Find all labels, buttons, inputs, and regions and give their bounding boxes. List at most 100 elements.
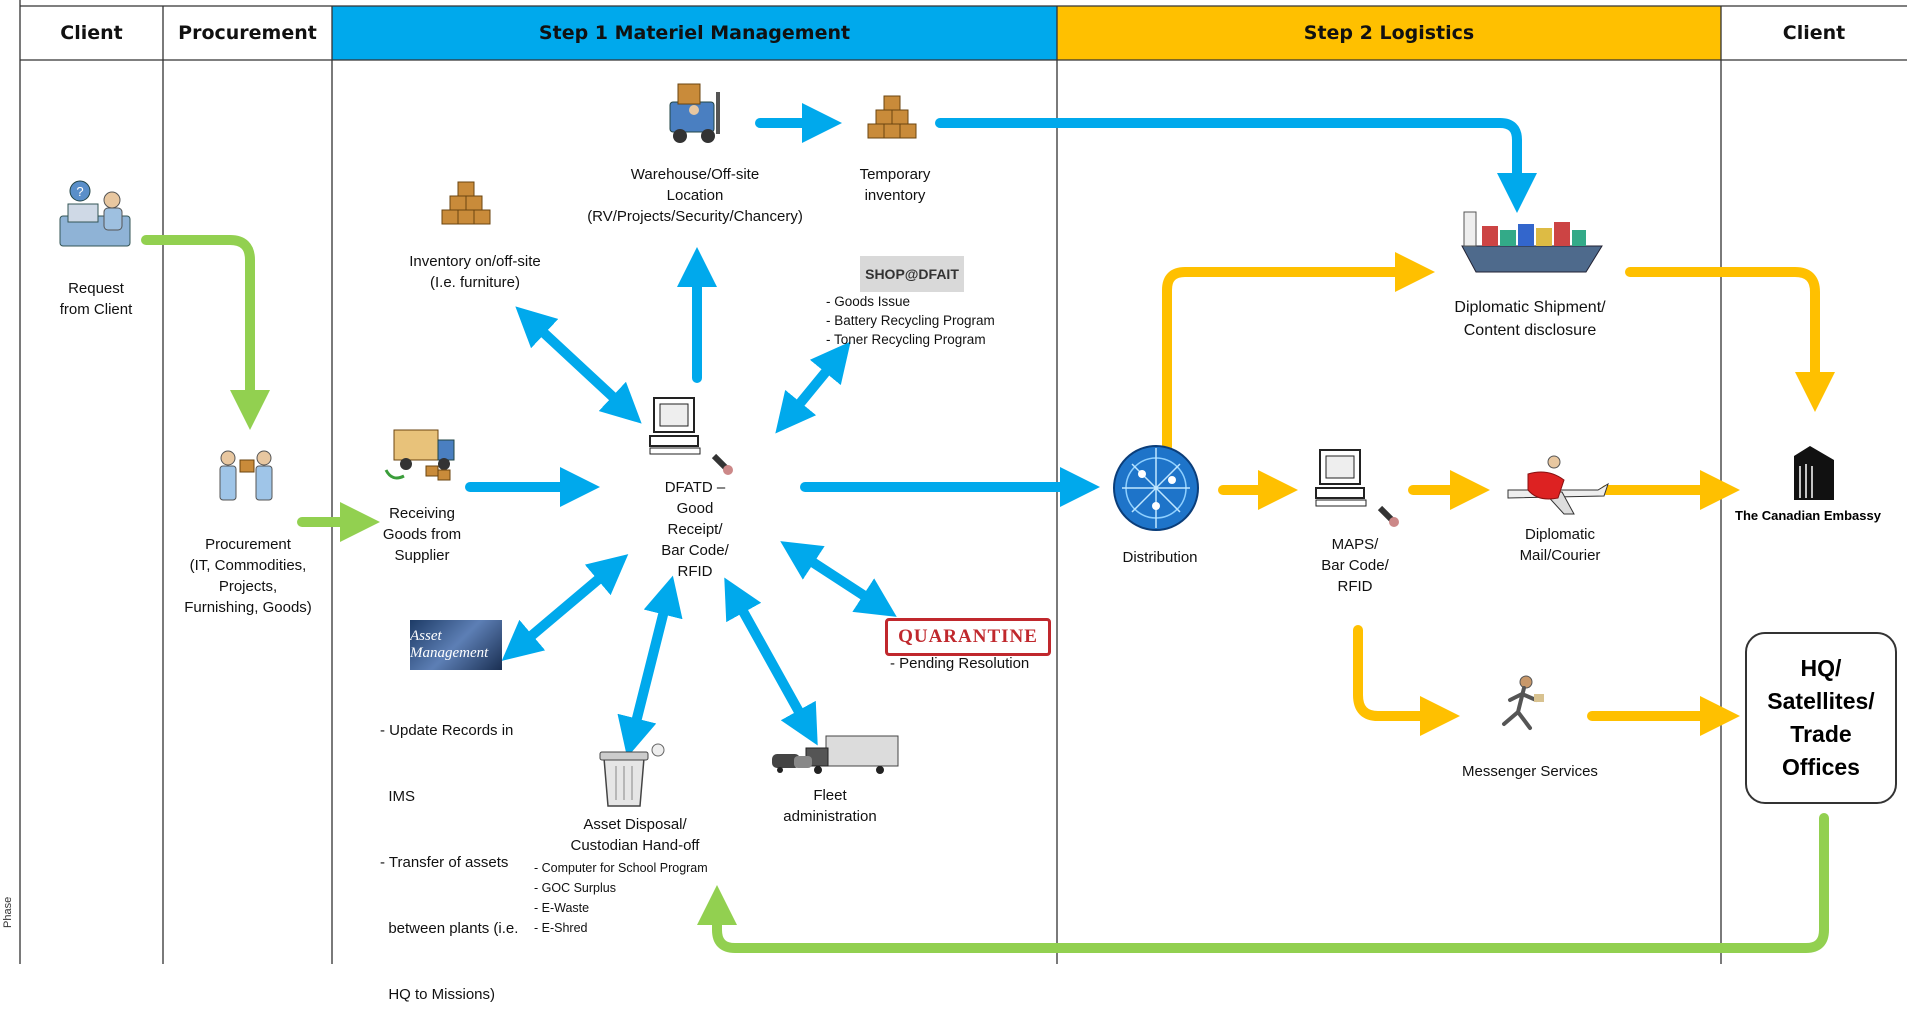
label-line: Request bbox=[68, 280, 124, 297]
arrow-dfatd-fleet bbox=[724, 577, 818, 746]
label-line: Inventory on/off-site bbox=[409, 253, 541, 270]
people-exchange-icon bbox=[219, 450, 273, 501]
list-item: IMS bbox=[380, 788, 416, 805]
arrow-dfatd-inventory bbox=[515, 306, 642, 424]
arrow-dfatd-quarantine bbox=[780, 541, 897, 617]
list-item: - GOC Surplus bbox=[534, 881, 616, 895]
list-item: - Goods Issue bbox=[826, 294, 911, 309]
arrow-distribution-to-shipment bbox=[1162, 252, 1435, 452]
arrow-dfatd-disposal bbox=[617, 575, 683, 758]
header-client-left: Client bbox=[60, 22, 123, 44]
shop-dfait-logo: SHOP@DFAIT bbox=[860, 256, 964, 292]
label-line: HQ/ bbox=[1800, 655, 1842, 681]
cargo-ship-icon bbox=[1461, 211, 1603, 273]
label-line: Content disclosure bbox=[1463, 322, 1597, 339]
label-line: Satellites/ bbox=[1767, 688, 1875, 714]
label-line: RFID bbox=[677, 563, 713, 580]
list-item: - E-Waste bbox=[534, 901, 590, 915]
forklift-icon bbox=[669, 83, 720, 143]
label-line: Bar Code/ bbox=[661, 542, 729, 559]
quarantine-items: - Pending Resolution bbox=[890, 654, 1029, 674]
label-line: (IT, Commodities, bbox=[189, 557, 307, 574]
node-fleet: Fleet administration bbox=[770, 785, 890, 827]
label-line: Diplomatic bbox=[1524, 526, 1596, 543]
quarantine-stamp: QUARANTINE bbox=[885, 618, 1051, 656]
node-procurement: Procurement (IT, Commodities, Projects, … bbox=[168, 534, 328, 618]
diagram-canvas: ? bbox=[19, 0, 1907, 964]
list-item: HQ to Missions) bbox=[380, 986, 496, 1003]
node-receiving: Receiving Goods from Supplier bbox=[362, 503, 482, 566]
label-line: Procurement bbox=[205, 536, 291, 553]
svg-text:?: ? bbox=[76, 184, 83, 199]
step2-header-band bbox=[1057, 6, 1721, 60]
trash-can-icon bbox=[599, 743, 665, 807]
disposal-items: - Computer for School Program - GOC Surp… bbox=[534, 858, 708, 938]
arrow-dfatd-asset bbox=[501, 554, 629, 661]
globe-icon bbox=[1113, 445, 1199, 531]
label-line: Supplier bbox=[394, 547, 450, 564]
label-line: Good bbox=[676, 500, 714, 517]
label-line: Location bbox=[666, 187, 724, 204]
label-line: Projects, bbox=[218, 578, 278, 595]
node-shipment: Diplomatic Shipment/ Content disclosure bbox=[1420, 296, 1640, 342]
list-item: between plants (i.e. bbox=[380, 920, 519, 937]
list-item: - Computer for School Program bbox=[534, 861, 708, 875]
client-desk-icon: ? bbox=[59, 180, 131, 247]
running-courier-icon bbox=[1502, 675, 1544, 730]
node-hq: HQ/ Satellites/ Trade Offices bbox=[1745, 632, 1897, 804]
label-line: Diplomatic Shipment/ bbox=[1454, 299, 1606, 316]
list-item: - Toner Recycling Program bbox=[826, 332, 986, 347]
header-step2: Step 2 Logistics bbox=[1303, 22, 1475, 44]
arrow-temporary-to-shipment bbox=[935, 118, 1537, 213]
arrow-hq-to-disposal bbox=[697, 813, 1829, 953]
arrow-request-to-procurement bbox=[141, 235, 270, 430]
plane-icon bbox=[1507, 455, 1609, 515]
boxes-icon bbox=[867, 95, 917, 139]
delivery-truck-icon bbox=[384, 429, 455, 481]
arrow-shipment-to-embassy bbox=[1625, 267, 1835, 412]
shop-items: - Goods Issue - Battery Recycling Progra… bbox=[826, 292, 995, 349]
phase-label: Phase bbox=[2, 896, 14, 928]
list-item: - Transfer of assets bbox=[380, 854, 509, 871]
label-line: Distribution bbox=[1122, 549, 1198, 566]
label-line: MAPS/ bbox=[1331, 536, 1379, 553]
node-distribution: Distribution bbox=[1100, 547, 1220, 568]
node-messenger: Messenger Services bbox=[1440, 761, 1620, 782]
label-line: Furnishing, Goods) bbox=[184, 599, 312, 616]
asset-items: - Update Records in IMS - Transfer of as… bbox=[380, 676, 518, 1028]
label-line: Messenger Services bbox=[1462, 763, 1598, 780]
computer-scanner-icon bbox=[1315, 449, 1399, 527]
label-line: administration bbox=[783, 808, 877, 825]
node-request: Request from Client bbox=[40, 278, 152, 320]
label-line: Offices bbox=[1782, 754, 1860, 780]
label-line: Receiving bbox=[389, 505, 455, 522]
node-dfatd: DFATD – Good Receipt/ Bar Code/ RFID bbox=[630, 477, 760, 582]
vehicles-icon bbox=[772, 735, 899, 774]
label-line: Asset Disposal/ bbox=[583, 816, 687, 833]
label-line: Trade bbox=[1790, 721, 1852, 747]
label-line: Receipt/ bbox=[667, 521, 723, 538]
label-line: Goods from bbox=[382, 526, 462, 543]
arrow-dfatd-shop bbox=[775, 341, 851, 434]
header-client-right: Client bbox=[1782, 22, 1846, 44]
label-line: Warehouse/Off-site bbox=[630, 166, 760, 183]
arrow-maps-to-messenger bbox=[1353, 625, 1460, 736]
node-embassy: The Canadian Embassy bbox=[1735, 508, 1881, 523]
label-line: Mail/Courier bbox=[1519, 547, 1601, 564]
node-disposal: Asset Disposal/ Custodian Hand-off bbox=[540, 814, 730, 856]
node-warehouse: Warehouse/Off-site Location (RV/Projects… bbox=[570, 164, 820, 227]
label-line: (RV/Projects/Security/Chancery) bbox=[587, 208, 803, 225]
label-line: Fleet bbox=[813, 787, 847, 804]
list-item: - Pending Resolution bbox=[890, 655, 1030, 672]
label-line: inventory bbox=[864, 187, 926, 204]
label-line: DFATD – bbox=[664, 479, 726, 496]
list-item: - E-Shred bbox=[534, 921, 588, 935]
node-inventory: Inventory on/off-site (I.e. furniture) bbox=[380, 251, 570, 293]
header-procurement: Procurement bbox=[178, 22, 317, 44]
label-line: Bar Code/ bbox=[1321, 557, 1389, 574]
label-line: Temporary bbox=[859, 166, 931, 183]
list-item: - Update Records in bbox=[380, 722, 514, 739]
embassy-building-icon bbox=[1794, 446, 1834, 500]
node-maps: MAPS/ Bar Code/ RFID bbox=[1300, 534, 1410, 597]
label-line: from Client bbox=[59, 301, 133, 318]
